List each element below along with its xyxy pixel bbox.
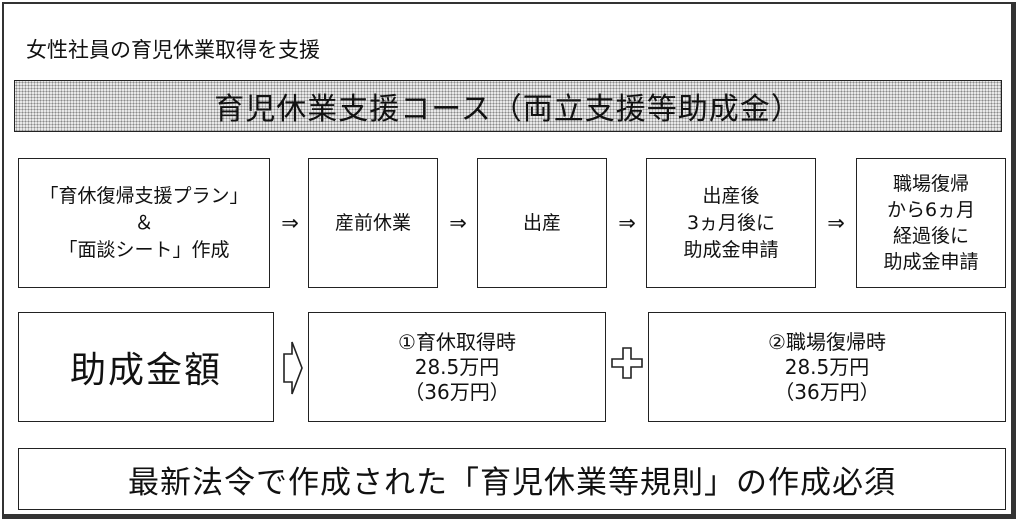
plus-icon xyxy=(611,347,643,379)
amount-first-value: 28.5万円 xyxy=(414,354,500,379)
step-plan-line-3: 「面談シート」作成 xyxy=(58,238,230,261)
amount-second-box: ②職場復帰時 28.5万円 （36万円） xyxy=(648,312,1006,422)
step-return-line-4: 助成金申請 xyxy=(883,251,979,273)
amount-first-title: ①育休取得時 xyxy=(398,329,516,354)
course-banner-title: 育児休業支援コース（両立支援等助成金） xyxy=(214,92,802,127)
step-post-birth-application: 出産後 3ヵ月後に 助成金申請 xyxy=(646,158,816,288)
requirement-text: 最新法令で作成された「育児休業等規則」の作成必須 xyxy=(128,464,896,501)
step-post-birth-line-2: 3ヵ月後に xyxy=(686,211,776,234)
flow-arrow-4: ⇒ xyxy=(827,211,845,235)
page-heading: 女性社員の育児休業取得を支援 xyxy=(26,38,320,62)
flow-arrow-1: ⇒ xyxy=(281,211,299,235)
course-banner: 育児休業支援コース（両立支援等助成金） xyxy=(14,80,1002,132)
step-return-line-3: 経過後に xyxy=(892,225,969,247)
subsidy-amount-label: 助成金額 xyxy=(69,350,222,391)
step-post-birth-line-1: 出産後 xyxy=(702,184,760,207)
amount-second-value: 28.5万円 xyxy=(784,354,870,379)
step-prenatal-leave: 産前休業 xyxy=(308,158,438,288)
outline-arrow-icon xyxy=(283,341,303,395)
amount-second-title: ②職場復帰時 xyxy=(768,329,886,354)
step-return-application: 職場復帰 から6ヵ月 経過後に 助成金申請 xyxy=(856,158,1006,288)
requirement-box: 最新法令で作成された「育児休業等規則」の作成必須 xyxy=(18,448,1006,510)
step-post-birth-line-3: 助成金申請 xyxy=(683,238,779,261)
step-return-line-1: 職場復帰 xyxy=(892,173,969,195)
amount-first-box: ①育休取得時 28.5万円 （36万円） xyxy=(308,312,606,422)
step-childbirth: 出産 xyxy=(477,158,607,288)
flow-arrow-3: ⇒ xyxy=(618,211,636,235)
step-childbirth-line-1: 出産 xyxy=(522,211,561,234)
step-return-line-2: から6ヵ月 xyxy=(886,199,976,221)
amount-second-note: （36万円） xyxy=(774,379,880,404)
subsidy-amount-label-box: 助成金額 xyxy=(18,312,274,422)
flow-arrow-2: ⇒ xyxy=(449,211,467,235)
step-plan-line-1: 「育休復帰支援プラン」 xyxy=(39,184,249,207)
step-plan-creation: 「育休復帰支援プラン」 ＆ 「面談シート」作成 xyxy=(18,158,270,288)
amount-first-note: （36万円） xyxy=(404,379,510,404)
step-prenatal-line-1: 産前休業 xyxy=(334,211,411,234)
step-plan-line-2: ＆ xyxy=(134,211,154,234)
